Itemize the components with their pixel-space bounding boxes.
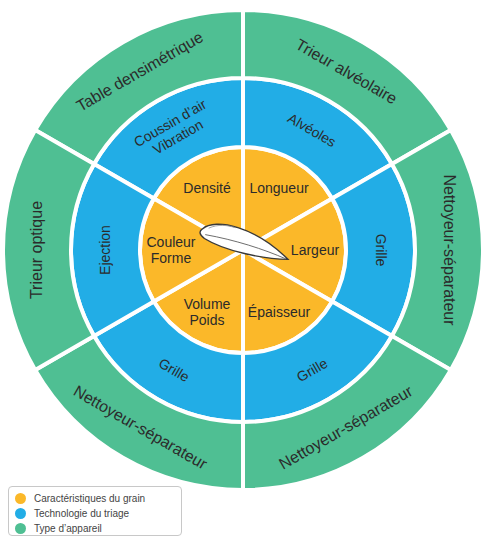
sector-outline [392, 130, 483, 370]
sector-label-group: Ejection [97, 225, 113, 275]
machine-type-sector: Trieur alvéolaire [240, 7, 454, 167]
machine-type-sector: Nettoyeur-séparateur [32, 333, 247, 493]
sector-outline [35, 336, 243, 490]
machine-type-sector: Nettoyeur-séparateur [240, 333, 454, 493]
sector-label-group: Couleur Forme [138, 234, 204, 266]
legend-swatch [15, 493, 26, 504]
sector-outline [243, 336, 451, 490]
sector-label-group: Densité [183, 180, 230, 196]
legend-text: Technologie du triage [34, 508, 129, 519]
sector-label: Densité [183, 180, 230, 196]
sector-shape [0, 127, 98, 373]
sector-label-group: Largeur [291, 242, 339, 258]
sector-label-group: Grille [373, 234, 389, 267]
sector-label: Ejection [97, 225, 113, 275]
legend-text: Caractéristiques du grain [34, 493, 145, 504]
sector-outline [243, 10, 451, 164]
legend-row: Type d’appareil [15, 521, 175, 535]
sector-label: Nettoyeur-séparateur [440, 174, 458, 325]
legend-swatch [15, 523, 26, 534]
sector-shape [240, 333, 454, 493]
sector-outline [35, 10, 243, 164]
legend-row: Technologie du triage [15, 506, 175, 520]
sector-outline [3, 130, 94, 370]
legend-row: Caractéristiques du grain [15, 491, 175, 505]
legend-box: Caractéristiques du grainTechnologie du … [8, 486, 182, 536]
sector-label: Couleur Forme [138, 234, 204, 266]
sector-label: Largeur [291, 242, 339, 258]
machine-type-sector: Trieur optique [0, 127, 98, 373]
sector-shape [32, 333, 247, 493]
sector-label-group: Volume Poids [174, 296, 240, 328]
grain-trait-sector: Couleur Forme [137, 195, 246, 305]
sector-label-group: Nettoyeur-séparateur [440, 174, 458, 325]
legend-text: Type d’appareil [34, 523, 102, 534]
machine-type-sector: Nettoyeur-séparateur [388, 127, 485, 373]
legend-swatch [15, 508, 26, 519]
sector-label-group: Trieur optique [28, 201, 46, 299]
sector-label-group: Épaisseur [248, 304, 310, 320]
sector-label: Épaisseur [248, 304, 310, 320]
sector-label: Volume Poids [174, 296, 240, 328]
sector-shape [388, 127, 485, 373]
sector-shape [240, 7, 454, 167]
sector-label: Longueur [249, 180, 308, 196]
sector-label-group: Longueur [249, 180, 308, 196]
sector-label: Trieur optique [28, 201, 46, 299]
sector-label: Grille [373, 234, 389, 267]
